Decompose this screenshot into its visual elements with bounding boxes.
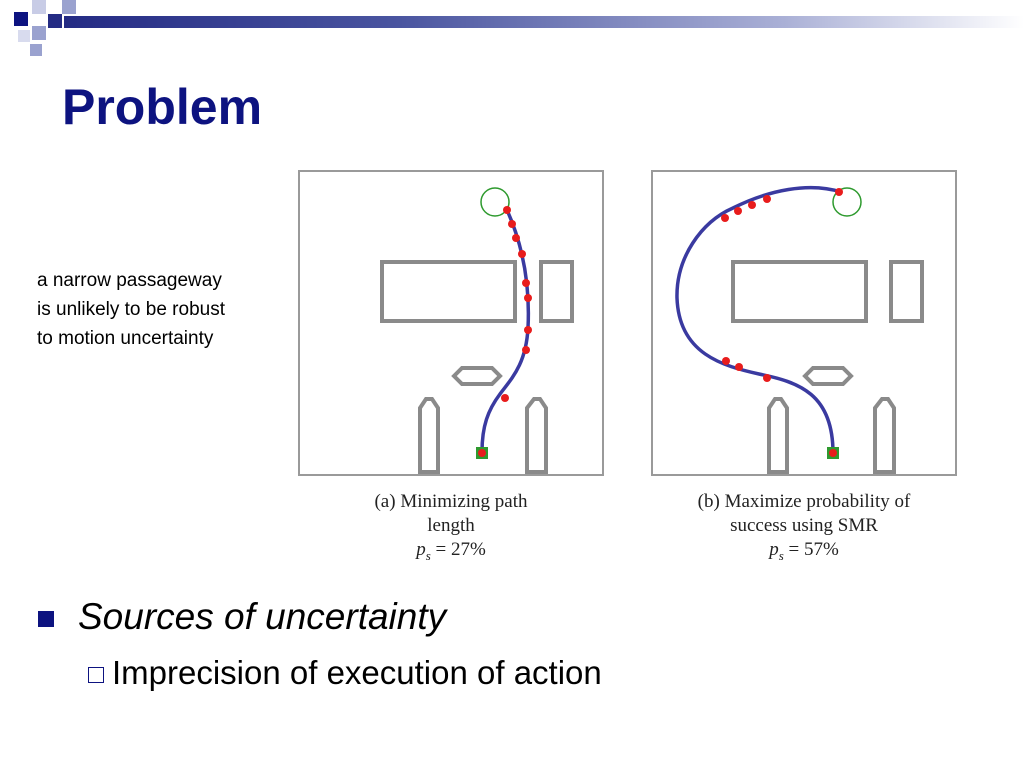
path-comparison-figure (298, 170, 957, 476)
side-note-line: is unlikely to be robust (37, 299, 225, 320)
panel-a (298, 170, 604, 476)
ps-symbol: p (769, 539, 779, 560)
goal-circle (480, 187, 510, 217)
success-probability: ps = 27% (299, 538, 603, 568)
obstacle (731, 260, 868, 323)
waypoints-a (478, 206, 532, 457)
caption-line: (b) Maximize probability of (697, 491, 911, 512)
caption-line: (a) Minimizing path (374, 491, 528, 512)
obstacle (802, 366, 854, 386)
bullet-main-text: Sources of uncertainty (78, 596, 447, 637)
waypoint (835, 188, 843, 196)
obstacle (767, 397, 789, 474)
waypoints-b (721, 188, 843, 457)
ps-symbol: p (416, 539, 426, 560)
waypoint (478, 449, 486, 457)
obstacle (380, 260, 517, 323)
side-note-line: to motion uncertainty (37, 328, 214, 349)
obstacle (525, 397, 548, 474)
bullet-sub-text: Imprecision of execution of action (112, 654, 602, 691)
ps-subscript: s (778, 547, 784, 563)
waypoint (508, 220, 516, 228)
ps-subscript: s (425, 547, 431, 563)
success-probability: ps = 57% (652, 538, 956, 568)
obstacle (451, 366, 503, 386)
waypoint (518, 250, 526, 258)
waypoint (512, 234, 520, 242)
ps-value: = 57% (783, 539, 839, 560)
panel-b (651, 170, 957, 476)
waypoint (734, 207, 742, 215)
waypoint (522, 279, 530, 287)
waypoint (763, 195, 771, 203)
caption-line: length (427, 515, 475, 536)
side-note: a narrow passageway is unlikely to be ro… (37, 266, 299, 353)
bullet-sub: Imprecision of execution of action (88, 654, 602, 692)
obstacle (873, 397, 896, 474)
header-decoration (14, 0, 76, 56)
obstacle (889, 260, 924, 323)
waypoint (524, 294, 532, 302)
waypoint (748, 201, 756, 209)
waypoint (524, 326, 532, 334)
caption-panel-b: (b) Maximize probability of success usin… (652, 490, 956, 568)
filled-square-icon (38, 611, 54, 627)
ps-value: = 27% (430, 539, 486, 560)
goal-circle (832, 187, 862, 217)
waypoint (501, 394, 509, 402)
header-gradient-bar (64, 16, 1024, 28)
caption-panel-a: (a) Minimizing path length ps = 27% (299, 490, 603, 568)
obstacle (418, 397, 440, 474)
caption-line: success using SMR (730, 515, 878, 536)
waypoint (721, 214, 729, 222)
waypoint (522, 346, 530, 354)
side-note-line: a narrow passageway (37, 270, 222, 291)
slide-title: Problem (62, 79, 263, 135)
hollow-square-icon (88, 666, 104, 683)
bullet-main: Sources of uncertainty (38, 596, 446, 638)
obstacle (539, 260, 574, 323)
waypoint (735, 363, 743, 371)
waypoint (503, 206, 511, 214)
waypoint (763, 374, 771, 382)
waypoint (829, 449, 837, 457)
planned-path-b (675, 185, 842, 454)
waypoint (722, 357, 730, 365)
